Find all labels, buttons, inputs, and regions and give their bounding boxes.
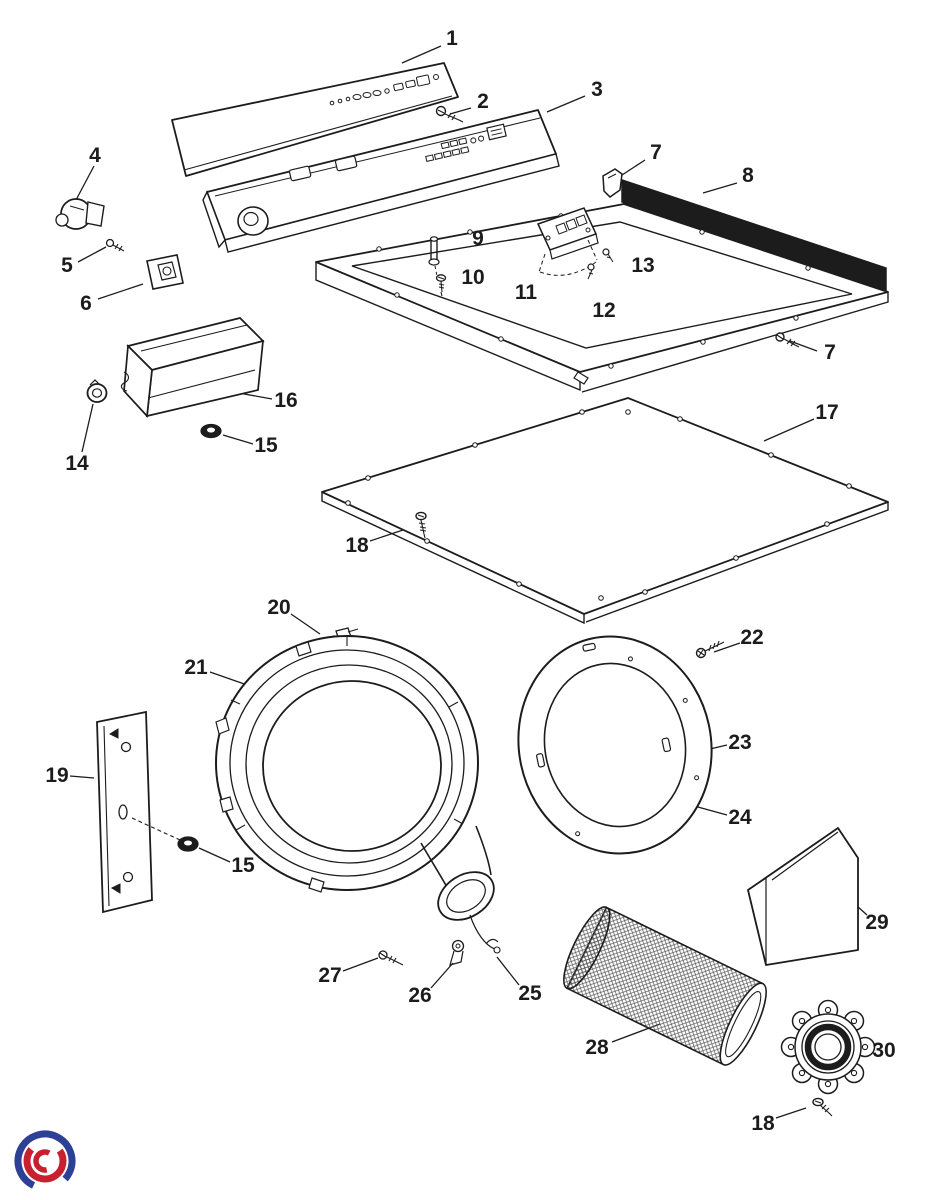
callout-14: 14	[65, 452, 89, 475]
part-side-bracket	[96, 710, 181, 914]
callout-24: 24	[728, 806, 752, 829]
callout-6: 6	[80, 292, 92, 315]
part-screw-27	[378, 950, 404, 966]
part-duct-box	[120, 317, 265, 418]
callout-17: 17	[815, 401, 839, 424]
part-switch-block	[146, 254, 184, 290]
callout-27: 27	[318, 964, 342, 987]
callout-16: 16	[274, 389, 298, 412]
part-grommet-15a	[200, 423, 222, 439]
callout-21: 21	[184, 656, 208, 679]
callout-13: 13	[631, 254, 655, 277]
callout-2: 2	[477, 90, 489, 113]
part-rotary-switch	[55, 198, 105, 230]
part-mounting-flange	[780, 999, 876, 1095]
part-screw-12	[587, 263, 595, 280]
part-screw-18a	[415, 511, 427, 539]
callout-5: 5	[61, 254, 73, 277]
callout-11: 11	[514, 281, 538, 304]
callout-26: 26	[408, 984, 432, 1007]
callout-18a: 18	[345, 534, 369, 557]
callout-10: 10	[461, 266, 485, 289]
callout-12: 12	[592, 299, 616, 322]
part-screw-7b	[775, 332, 800, 348]
part-console-panel	[202, 109, 560, 253]
part-top-cabinet-frame	[315, 178, 889, 393]
part-rear-panel	[321, 397, 889, 625]
callout-30: 30	[872, 1039, 896, 1062]
callout-15b: 15	[231, 854, 255, 877]
part-screw-18b	[812, 1097, 833, 1117]
part-sensor-wire	[469, 914, 501, 954]
part-ring-14	[86, 379, 108, 403]
callout-15a: 15	[254, 434, 278, 457]
callout-28: 28	[585, 1036, 609, 1059]
part-grommet-15b	[177, 836, 199, 852]
part-front-bulkhead	[215, 635, 495, 921]
callout-3: 3	[591, 78, 603, 101]
part-bracket-7	[602, 168, 623, 198]
part-timer-bracket	[536, 207, 599, 276]
callout-leader-lines	[69, 45, 872, 1119]
callout-18b: 18	[751, 1112, 775, 1135]
callout-7b: 7	[824, 341, 836, 364]
part-heater-duct	[563, 906, 767, 1066]
part-screw-13	[602, 248, 614, 263]
swirl-logo	[14, 1130, 76, 1192]
part-screw-5	[105, 238, 125, 252]
part-slot-23	[661, 737, 672, 753]
callout-29: 29	[865, 911, 889, 934]
part-screw-10	[435, 274, 447, 297]
callout-23: 23	[728, 731, 752, 754]
callout-8: 8	[742, 164, 754, 187]
part-screw-22	[695, 640, 725, 659]
part-front-ring	[517, 635, 713, 855]
part-clip-26	[449, 939, 465, 966]
callout-9: 9	[472, 227, 484, 250]
callout-19: 19	[45, 764, 69, 787]
part-standoff-post	[428, 236, 440, 277]
callout-7a: 7	[650, 141, 662, 164]
callout-22: 22	[740, 626, 764, 649]
callout-20: 20	[267, 596, 291, 619]
part-screw-2	[435, 105, 464, 123]
part-deflector-panel	[747, 827, 859, 966]
callout-1: 1	[446, 27, 458, 50]
callout-4: 4	[89, 144, 101, 167]
part-control-panel-overlay	[171, 62, 459, 177]
callout-25: 25	[518, 982, 542, 1005]
